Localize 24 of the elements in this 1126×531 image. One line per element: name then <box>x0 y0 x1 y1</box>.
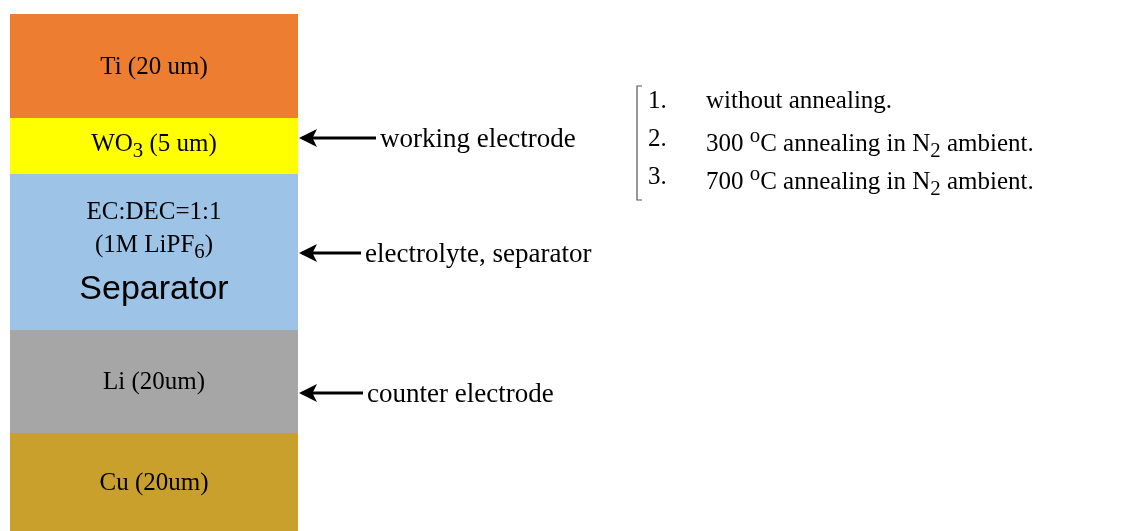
callout-label: electrolyte, separator <box>365 237 592 270</box>
list-item-text: without annealing. <box>706 85 893 115</box>
layer-label: WO$_{3}$ (5 um) <box>91 128 217 165</box>
layer-block <box>10 330 298 433</box>
arrow <box>299 129 376 147</box>
layer-label: Li (20um) <box>102 366 206 397</box>
layer-label: Separator <box>79 266 229 308</box>
layer-label: EC:DEC=1:1 <box>86 196 222 227</box>
layer-block <box>10 14 298 118</box>
layer-block <box>10 118 298 174</box>
arrow <box>299 384 363 402</box>
list-item-text: 300 $^{o}$C annealing in N$_{2}$ ambient. <box>706 123 1034 164</box>
list-item-text: 700 $^{o}$C annealing in N$_{2}$ ambient. <box>706 161 1034 202</box>
layer-label: Ti (20 um) <box>100 50 208 82</box>
list-item-text: 1. <box>648 85 667 115</box>
layer-block <box>10 174 298 330</box>
arrow <box>299 244 361 262</box>
list-item-text: 2. <box>648 123 667 153</box>
layer-label: (1M LiPF$_{6}$) <box>94 228 214 265</box>
callout-label: counter electrode <box>367 377 554 410</box>
layer-block <box>10 433 298 531</box>
list-item-text: 3. <box>648 161 667 191</box>
layer-label: Cu (20um) <box>99 466 209 498</box>
callout-label: working electrode <box>380 122 576 155</box>
